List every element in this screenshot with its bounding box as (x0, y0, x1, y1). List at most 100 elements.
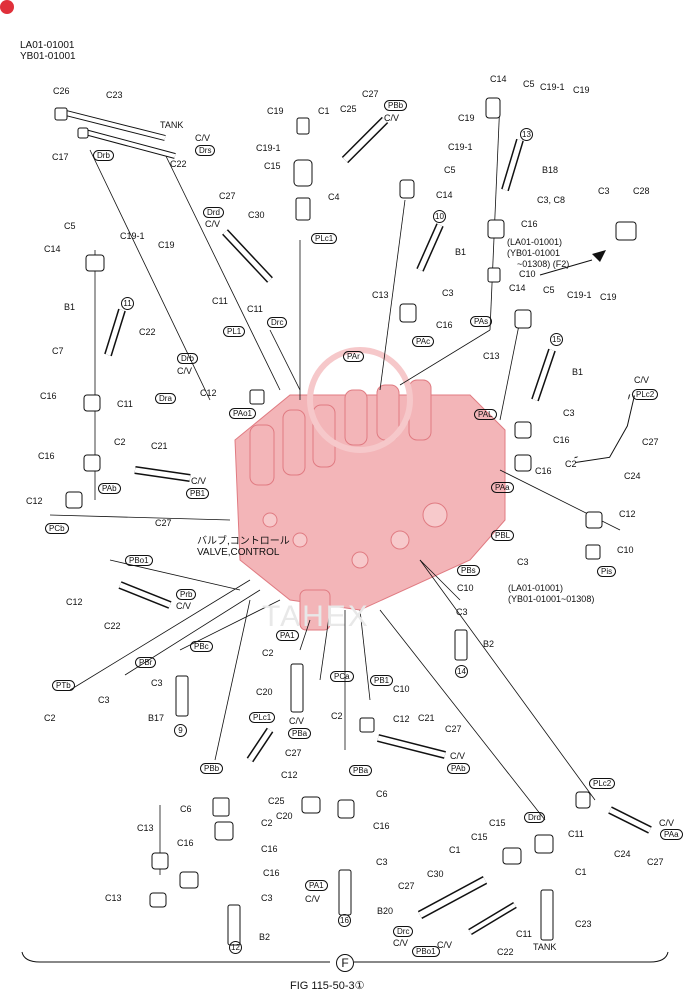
port-label: PAb (98, 483, 121, 494)
part-label: C3 (376, 857, 388, 867)
part-label: C11 (212, 296, 228, 306)
part-label: C27 (642, 437, 659, 447)
part-label: C12 (26, 496, 43, 506)
part-label: B17 (148, 713, 165, 723)
part-label: C16 (521, 219, 538, 229)
part-label: C/V (634, 375, 650, 385)
part-label: C19 (458, 113, 475, 123)
part-label: C11 (247, 304, 263, 314)
direction-arrow (539, 250, 606, 276)
part-label: C25 (268, 796, 285, 806)
port-label: PAa (491, 482, 514, 493)
part-label: C3 (261, 893, 273, 903)
part-label: C3 (598, 186, 610, 196)
part-label: C16 (553, 435, 570, 445)
part-label: C27 (647, 857, 664, 867)
part-label: C2 (262, 648, 274, 658)
part-label: C/V (437, 940, 453, 950)
part-label: C5 (543, 285, 555, 295)
part-label: B1 (572, 367, 584, 377)
part-label: C17 (52, 152, 69, 162)
part-label: C16 (535, 466, 552, 476)
part-label: C23 (106, 90, 123, 100)
part-label: C27 (362, 89, 379, 99)
part-label: B2 (483, 639, 495, 649)
part-label: C/V (205, 219, 221, 229)
port-label: PBL (491, 530, 515, 541)
part-label: C16 (263, 868, 280, 878)
main-part-label-en: VALVE,CONTROL (197, 547, 280, 558)
part-label: C14 (509, 283, 526, 293)
part-label: C11 (568, 829, 584, 839)
part-label: C2 (114, 437, 126, 447)
part-label: C6 (180, 804, 192, 814)
port-label: PA1 (305, 880, 328, 891)
part-label: C21 (151, 441, 168, 451)
port-label: PBc (190, 641, 213, 652)
part-label: C16 (261, 844, 278, 854)
part-label: C14 (436, 190, 453, 200)
section-letter: F (336, 954, 354, 972)
part-label: C19-1 (540, 82, 565, 92)
part-label: C12 (619, 509, 636, 519)
port-label: Prb (176, 589, 197, 600)
part-label: C22 (497, 947, 514, 957)
port-label: PBo1 (125, 555, 153, 566)
port-label: PBs (457, 565, 480, 576)
background-mark (307, 347, 413, 453)
part-label: C1 (575, 867, 587, 877)
part-label: C3 (563, 408, 575, 418)
part-label: C27 (155, 518, 172, 528)
part-label: C10 (617, 545, 634, 555)
port-label: PBr (135, 657, 157, 668)
part-label: C3 (517, 557, 529, 567)
part-label: C19-1 (256, 143, 281, 153)
part-label: C23 (575, 919, 592, 929)
part-label: C4 (328, 192, 340, 202)
part-label: C12 (200, 388, 217, 398)
port-label: Drd (203, 207, 224, 218)
part-label: C13 (105, 893, 122, 903)
part-label: C19-1 (567, 290, 592, 300)
port-label: PAa (660, 829, 683, 840)
corner-badge (0, 0, 14, 14)
figure-caption: FIG 115-50-3① (290, 981, 364, 992)
part-label: C2 (44, 713, 56, 723)
part-label: C10 (393, 684, 410, 694)
port-label: PAs (470, 316, 493, 327)
part-label: C11 (516, 929, 532, 939)
part-label: C13 (483, 351, 500, 361)
part-label: C16 (40, 391, 57, 401)
part-label: C10 (457, 583, 474, 593)
part-label: C2 (331, 711, 343, 721)
port-label: PL1 (223, 326, 246, 337)
part-label: TANK (533, 942, 557, 952)
part-label: C27 (219, 191, 236, 201)
part-label: C16 (436, 320, 453, 330)
serial-number-2: YB01-01001 (20, 51, 76, 62)
reference-number: 16 (338, 914, 351, 927)
watermark-text: TAHEX (262, 600, 370, 633)
part-label: C3, C8 (537, 195, 566, 205)
reference-number: 9 (174, 724, 187, 737)
part-label: C28 (633, 186, 650, 196)
part-label: C16 (177, 838, 194, 848)
part-label: C2 (565, 459, 577, 469)
part-label: C/V (450, 751, 466, 761)
part-label: C24 (624, 471, 641, 481)
part-label: C14 (490, 74, 507, 84)
port-label: PLc2 (589, 778, 616, 789)
part-label: C14 (44, 244, 61, 254)
c16-serial-note-c: ~01308) (F2) (517, 259, 570, 269)
part-label: C/V (393, 938, 409, 948)
part-label: C2 (261, 818, 273, 828)
part-label: B1 (455, 247, 467, 257)
part-label: C7 (52, 346, 64, 356)
part-label: C1 (449, 845, 461, 855)
reference-number: 10 (433, 210, 446, 223)
bottom-bracket (21, 951, 669, 963)
part-label: C22 (104, 621, 121, 631)
c16-serial-note-b: (YB01-01001 (507, 248, 561, 258)
part-label: C6 (376, 789, 388, 799)
